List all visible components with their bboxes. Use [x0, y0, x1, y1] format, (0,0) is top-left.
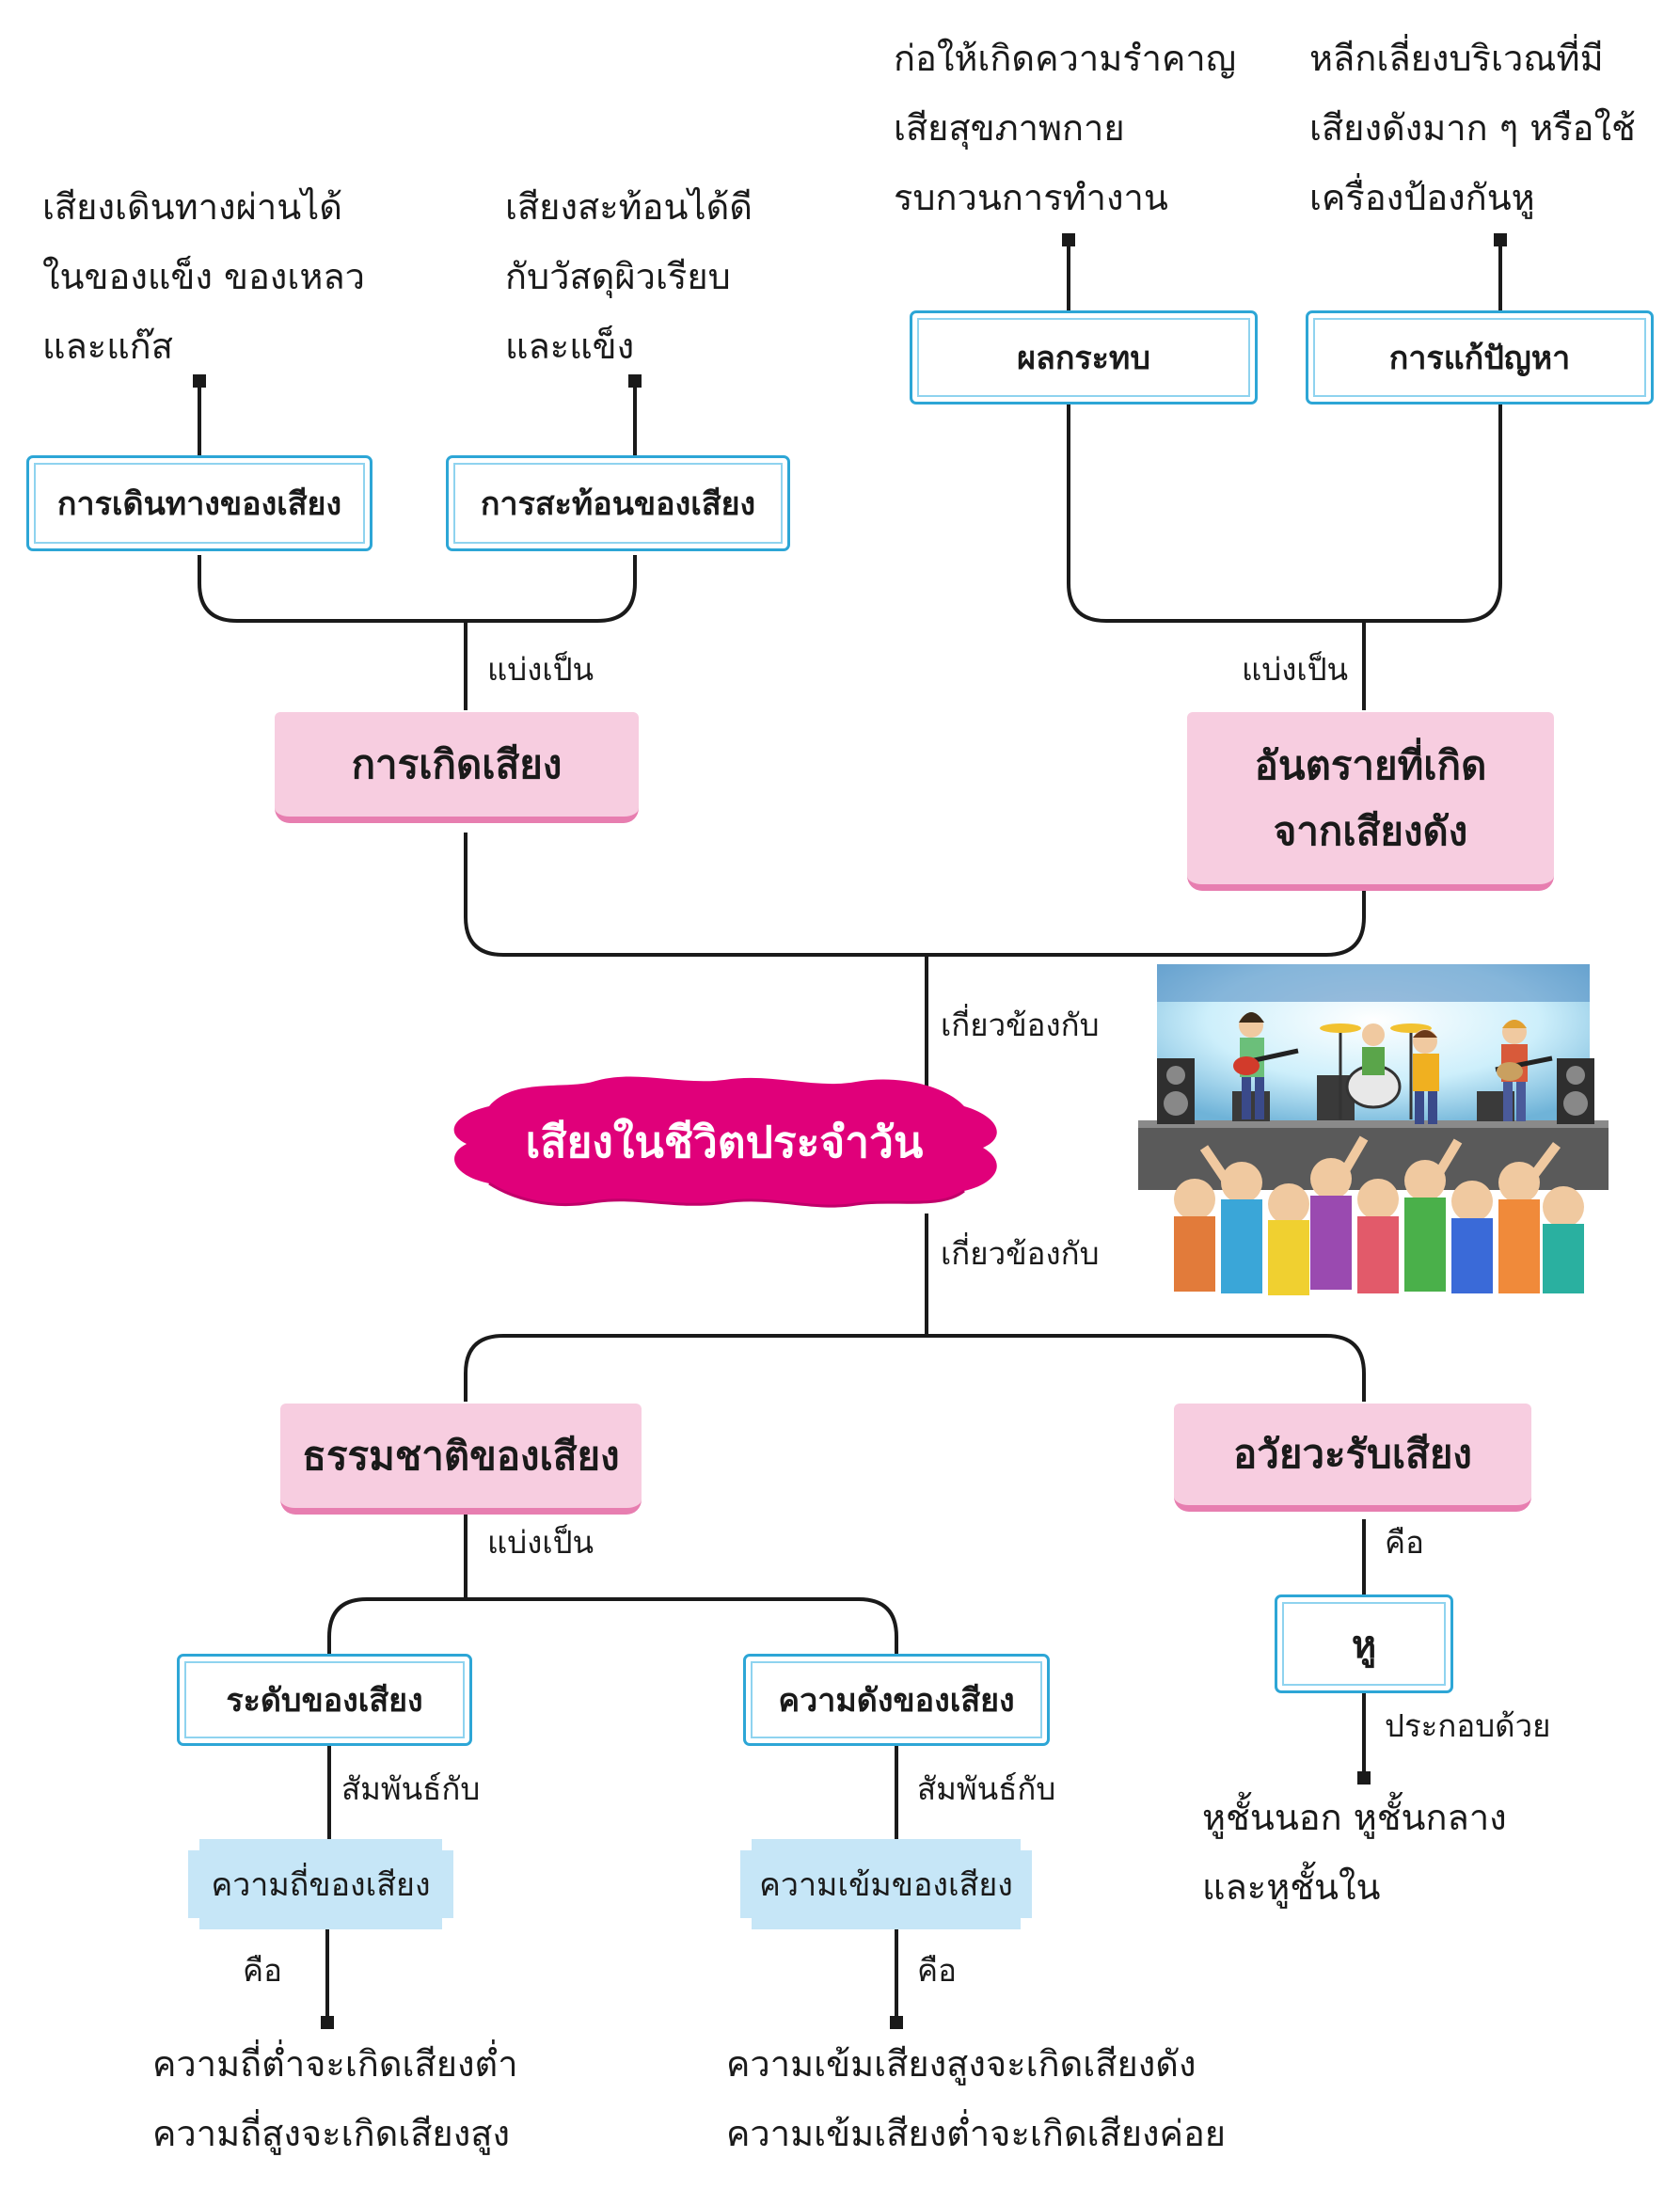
ear-parts-description: หูชั้นนอก หูชั้นกลาง และหูชั้นใน [1202, 1783, 1507, 1922]
concert-stage-illustration [1138, 964, 1609, 1295]
split-label: แบ่งเป็น [487, 651, 594, 688]
effect-description-line: รบกวนการทำงาน [894, 177, 1168, 218]
travel-description: เสียงเดินทางผ่านได้ ในของแข็ง ของเหลว แล… [42, 172, 365, 381]
solution-description-line: หลีกเลี่ยงบริเวณที่มี [1309, 38, 1604, 79]
split-label: แบ่งเป็น [1242, 651, 1349, 688]
split-label: แบ่งเป็น [487, 1524, 594, 1561]
sound-origin-box: การเกิดเสียง [275, 712, 639, 823]
frequency-box: ความถี่ของเสียง [188, 1839, 453, 1929]
relation-label: สัมพันธ์กับ [917, 1770, 1056, 1807]
ear-parts-line: หูชั้นนอก หูชั้นกลาง [1202, 1797, 1507, 1838]
travel-box: การเดินทางของเสียง [26, 455, 372, 551]
reflect-box: การสะท้อนของเสียง [446, 455, 790, 551]
related-label: เกี่ยวข้องกับ [941, 1007, 1100, 1043]
reflect-description-line: และแข็ง [505, 325, 635, 367]
loudness-description: ความเข้มเสียงสูงจะเกิดเสียงดัง ความเข้มเ… [726, 2029, 1226, 2168]
center-cloud-shape [453, 1076, 997, 1208]
reflect-description: เสียงสะท้อนได้ดี กับวัสดุผิวเรียบ และแข็… [505, 172, 753, 381]
sound-nature-box: ธรรมชาติของเสียง [280, 1404, 642, 1515]
relation-label: สัมพันธ์กับ [341, 1770, 481, 1807]
pitch-description-line: ความถี่ต่ำจะเกิดเสียงต่ำ [152, 2043, 518, 2085]
is-label: คือ [243, 1952, 282, 1989]
noise-danger-line: อันตรายที่เกิด [1254, 741, 1487, 788]
reflect-description-line: กับวัสดุผิวเรียบ [505, 256, 731, 297]
ear-parts-line: และหูชั้นใน [1202, 1866, 1381, 1908]
solution-description-line: เครื่องป้องกันหู [1309, 177, 1535, 218]
effect-description: ก่อให้เกิดความรำคาญ เสียสุขภาพกาย รบกวนก… [894, 24, 1236, 232]
ear-box: หู [1275, 1594, 1453, 1693]
solution-description-line: เสียงดังมาก ๆ หรือใช้ [1309, 107, 1636, 149]
loudness-description-line: ความเข้มเสียงสูงจะเกิดเสียงดัง [726, 2043, 1197, 2085]
pitch-description-line: ความถี่สูงจะเกิดเสียงสูง [152, 2113, 510, 2154]
solution-box: การแก้ปัญหา [1306, 310, 1654, 405]
solution-description: หลีกเลี่ยงบริเวณที่มี เสียงดังมาก ๆ หรือ… [1309, 24, 1636, 232]
loudness-box: ความดังของเสียง [743, 1654, 1050, 1746]
consists-label: ประกอบด้วย [1385, 1707, 1551, 1744]
travel-description-line: เสียงเดินทางผ่านได้ [42, 186, 342, 228]
pitch-description: ความถี่ต่ำจะเกิดเสียงต่ำ ความถี่สูงจะเกิ… [152, 2029, 518, 2168]
travel-description-line: ในของแข็ง ของเหลว [42, 256, 366, 297]
effect-box: ผลกระทบ [910, 310, 1258, 405]
noise-danger-box: อันตรายที่เกิด จากเสียงดัง [1187, 712, 1554, 891]
loudness-description-line: ความเข้มเสียงต่ำจะเกิดเสียงค่อย [726, 2113, 1227, 2154]
reflect-description-line: เสียงสะท้อนได้ดี [505, 186, 753, 228]
effect-description-line: เสียสุขภาพกาย [894, 107, 1125, 149]
effect-description-line: ก่อให้เกิดความรำคาญ [894, 38, 1237, 79]
is-label: คือ [917, 1952, 957, 1989]
related-label: เกี่ยวข้องกับ [941, 1235, 1100, 1272]
intensity-box: ความเข้มของเสียง [740, 1839, 1032, 1929]
center-title: เสียงในชีวิตประจำวัน [525, 1116, 924, 1167]
noise-danger-line: จากเสียงดัง [1273, 807, 1468, 854]
is-label: คือ [1385, 1524, 1424, 1561]
travel-description-line: และแก๊ส [42, 325, 173, 367]
hearing-organ-box: อวัยวะรับเสียง [1174, 1404, 1531, 1512]
pitch-box: ระดับของเสียง [177, 1654, 472, 1746]
